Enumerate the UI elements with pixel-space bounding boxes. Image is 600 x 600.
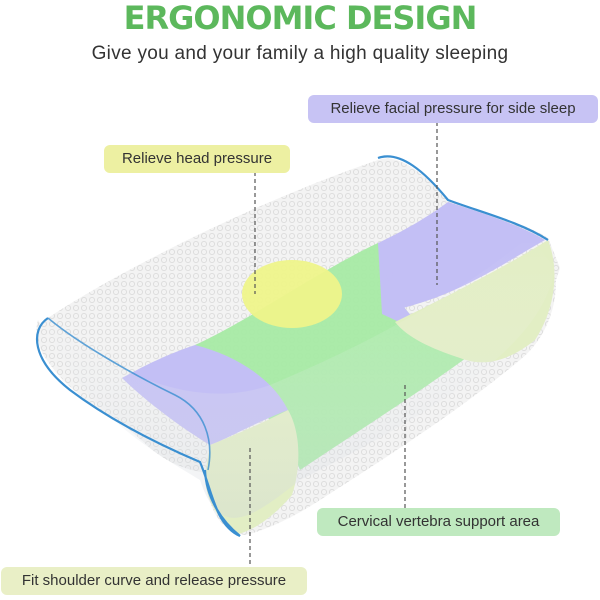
- facial-zone-right: [378, 202, 545, 314]
- page-subtitle: Give you and your family a high quality …: [91, 43, 509, 64]
- callout-cervical-support: Cervical vertebra support area: [317, 508, 560, 536]
- piping-back: [377, 155, 549, 241]
- callout-shoulder-curve: Fit shoulder curve and release pressure: [1, 567, 307, 595]
- page-title: ERGONOMIC DESIGN: [123, 0, 478, 37]
- head-zone: [242, 260, 342, 328]
- callout-facial-pressure: Relieve facial pressure for side sleep: [308, 95, 598, 123]
- callout-head-pressure: Relieve head pressure: [104, 145, 290, 173]
- piping-left: [35, 317, 241, 538]
